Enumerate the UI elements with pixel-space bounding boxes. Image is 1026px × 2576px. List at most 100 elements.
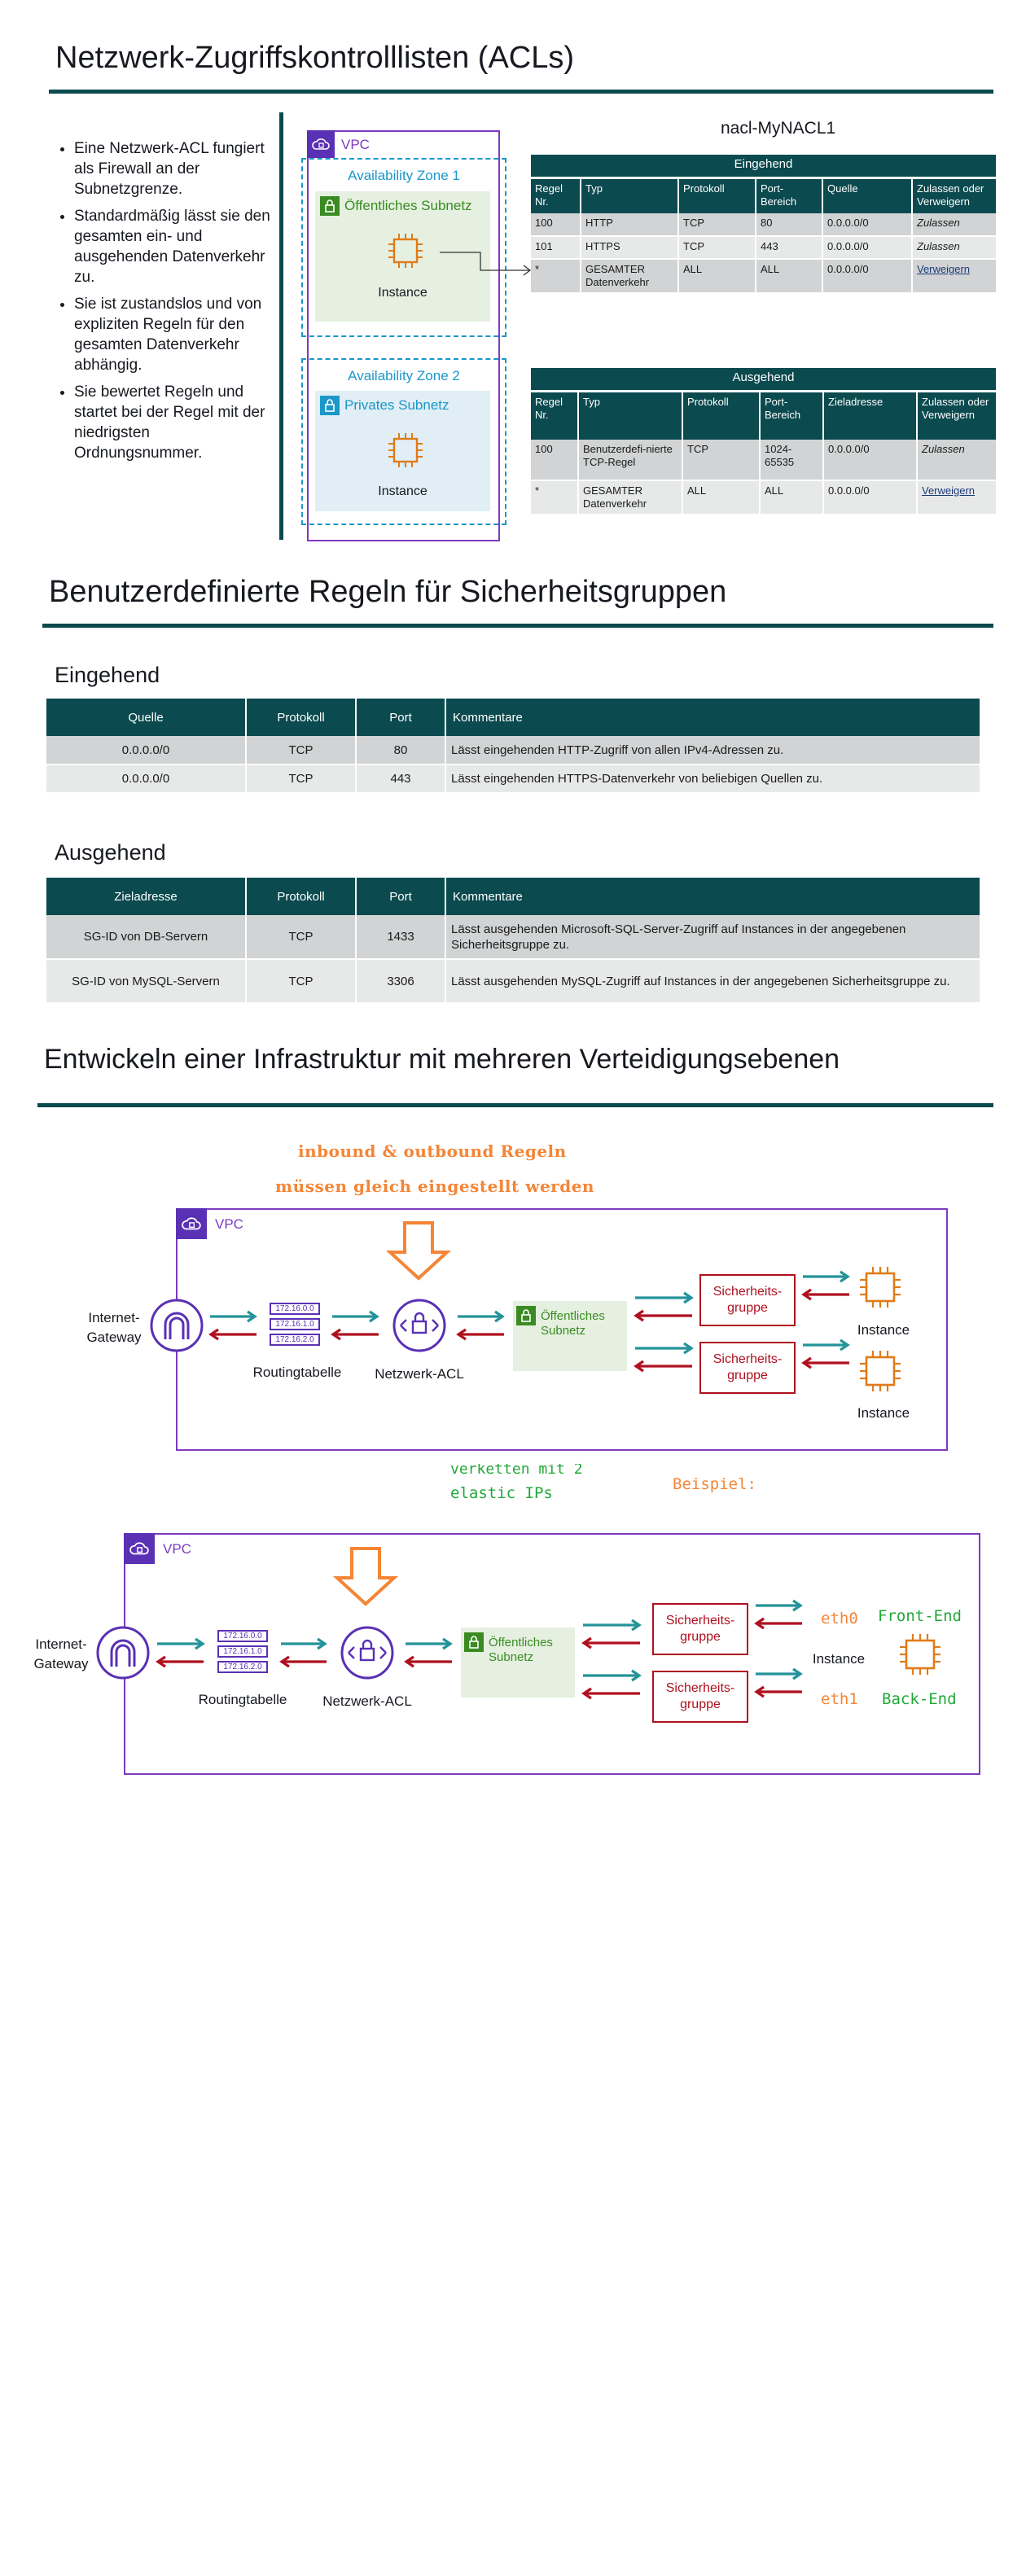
nacl-outbound-caption: Ausgehend xyxy=(531,368,998,392)
security-group-box: Sicherheits-gruppe xyxy=(652,1603,748,1655)
public-subnet: Öffentliches Subnetz xyxy=(513,1301,627,1371)
column-header: Zieladresse xyxy=(823,391,918,440)
column-header: Typ xyxy=(578,391,683,440)
section3-title: Entwickeln einer Infrastruktur mit mehre… xyxy=(44,1044,840,1075)
instance-chip-icon xyxy=(860,1267,901,1308)
table-cell: 1024-65535 xyxy=(760,440,824,481)
sg-inbound-heading: Eingehend xyxy=(55,663,160,687)
route-entry: 172.16.1.0 xyxy=(217,1645,268,1658)
column-header: Typ xyxy=(581,177,679,213)
table-cell: TCP xyxy=(678,236,756,260)
table-cell: Zulassen xyxy=(917,440,998,481)
nacl-outbound-table: Ausgehend Regel Nr. Typ Protokoll Port-B… xyxy=(531,368,998,515)
section2-rule xyxy=(42,624,993,628)
table-row: 101 HTTPS TCP 443 0.0.0.0/0 Zulassen xyxy=(531,236,998,260)
bullet-item: Standardmäßig lässt sie den gesamten ein… xyxy=(74,206,273,287)
table-cell: Lässt eingehenden HTTPS-Datenverkehr von… xyxy=(445,764,981,794)
table-cell: TCP xyxy=(682,440,761,481)
table-cell: 0.0.0.0/0 xyxy=(46,736,247,765)
column-header: Regel Nr. xyxy=(531,177,581,213)
table-cell: Zulassen xyxy=(912,213,998,237)
availability-zone-2: Availability Zone 2 xyxy=(301,358,506,525)
sg-inbound-table: Quelle Protokoll Port Kommentare 0.0.0.0… xyxy=(46,699,981,794)
network-acl-icon xyxy=(392,1299,446,1352)
front-end-label: Front-End xyxy=(878,1607,962,1625)
table-row: 100 Benutzerdefi-nierte TCP-Regel TCP 10… xyxy=(531,440,998,481)
table-cell: 0.0.0.0/0 xyxy=(822,213,913,237)
instance-chip-icon xyxy=(900,1634,940,1675)
vpc-label: VPC xyxy=(215,1216,243,1232)
nacl-highlight-arrow-icon xyxy=(332,1547,399,1606)
connector-arrow xyxy=(440,252,532,276)
table-cell: 443 xyxy=(356,764,446,794)
table-cell: Verweigern xyxy=(917,480,998,515)
security-group-box: Sicherheits-gruppe xyxy=(699,1342,796,1394)
table-cell: 0.0.0.0/0 xyxy=(46,764,247,794)
instance-label: Instance xyxy=(857,1322,910,1338)
table-cell: ALL xyxy=(756,259,823,294)
table-cell: * xyxy=(531,480,579,515)
nacl-label: Netzwerk-ACL xyxy=(375,1366,464,1382)
route-entry: 172.16.0.0 xyxy=(270,1303,320,1315)
column-header: Protokoll xyxy=(678,177,756,213)
public-subnet: Öffentliches Subnetz xyxy=(461,1628,575,1698)
public-subnet-label: Öffentliches Subnetz xyxy=(541,1309,605,1338)
note-elastic-line1: verketten mit 2 xyxy=(450,1464,583,1475)
table-cell: GESAMTER Datenverkehr xyxy=(581,259,679,294)
table-cell: TCP xyxy=(246,736,357,765)
bullet-item: Sie ist zustandslos und von expliziten R… xyxy=(74,294,273,375)
route-table-icon: 172.16.0.0 172.16.1.0 172.16.2.0 xyxy=(270,1303,320,1349)
availability-zone-1: Availability Zone 1 xyxy=(301,158,506,337)
table-cell: 1433 xyxy=(356,915,446,960)
vpc-label: VPC xyxy=(163,1541,191,1557)
section2-title: Benutzerdefinierte Regeln für Sicherheit… xyxy=(49,575,727,609)
table-cell: 100 xyxy=(531,440,579,481)
table-cell: Lässt eingehenden HTTP-Zugriff von allen… xyxy=(445,736,981,765)
note-elastic-line2: elastic IPs xyxy=(450,1484,553,1502)
table-cell: Zulassen xyxy=(912,236,998,260)
table-cell: HTTP xyxy=(581,213,679,237)
table-cell: Verweigern xyxy=(912,259,998,294)
route-entry: 172.16.2.0 xyxy=(270,1334,320,1346)
vpc-label: VPC xyxy=(341,137,370,152)
table-cell: 101 xyxy=(531,236,581,260)
table-cell: 100 xyxy=(531,213,581,237)
public-subnet: Öffentliches Subnetz Instance xyxy=(315,191,490,322)
column-header: Zieladresse xyxy=(46,878,247,915)
instance-label: Instance xyxy=(378,484,428,498)
column-header: Port xyxy=(356,878,446,915)
column-header: Port-Bereich xyxy=(756,177,823,213)
route-entry: 172.16.1.0 xyxy=(270,1318,320,1330)
table-row: 100 HTTP TCP 80 0.0.0.0/0 Zulassen xyxy=(531,213,998,237)
table-cell: TCP xyxy=(246,915,357,960)
table-cell: Lässt ausgehenden MySQL-Zugriff auf Inst… xyxy=(445,959,981,1004)
lock-icon xyxy=(516,1306,536,1325)
routing-table-label: Routingtabelle xyxy=(252,1365,342,1380)
table-cell: 443 xyxy=(756,236,823,260)
flow-diagram-a xyxy=(150,1221,901,1391)
instance-chip-icon xyxy=(388,433,423,467)
table-cell: 3306 xyxy=(356,959,446,1004)
lock-icon xyxy=(320,396,340,415)
bullet-item: Eine Netzwerk-ACL fungiert als Firewall … xyxy=(74,138,273,199)
network-acl-icon xyxy=(340,1626,394,1680)
table-cell: TCP xyxy=(678,213,756,237)
column-header: Port xyxy=(356,699,446,736)
table-cell: * xyxy=(531,259,581,294)
public-subnet-label: Öffentliches Subnetz xyxy=(344,198,472,213)
nacl-title: nacl-MyNACL1 xyxy=(721,119,836,138)
table-row: 0.0.0.0/0 TCP 80 Lässt eingehenden HTTP-… xyxy=(46,736,981,765)
az2-label: Availability Zone 2 xyxy=(348,368,460,383)
column-header: Protokoll xyxy=(682,391,761,440)
table-cell: 0.0.0.0/0 xyxy=(823,440,918,481)
lock-icon xyxy=(464,1632,484,1652)
column-header: Kommentare xyxy=(445,878,981,915)
table-cell: 0.0.0.0/0 xyxy=(822,236,913,260)
table-cell: TCP xyxy=(246,764,357,794)
table-cell: HTTPS xyxy=(581,236,679,260)
table-cell: SG-ID von DB-Servern xyxy=(46,915,247,960)
section1-rule xyxy=(49,90,993,94)
eth1-label: eth1 xyxy=(821,1690,858,1708)
table-cell: TCP xyxy=(246,959,357,1004)
bullet-item: Sie bewertet Regeln und startet bei der … xyxy=(74,382,273,463)
